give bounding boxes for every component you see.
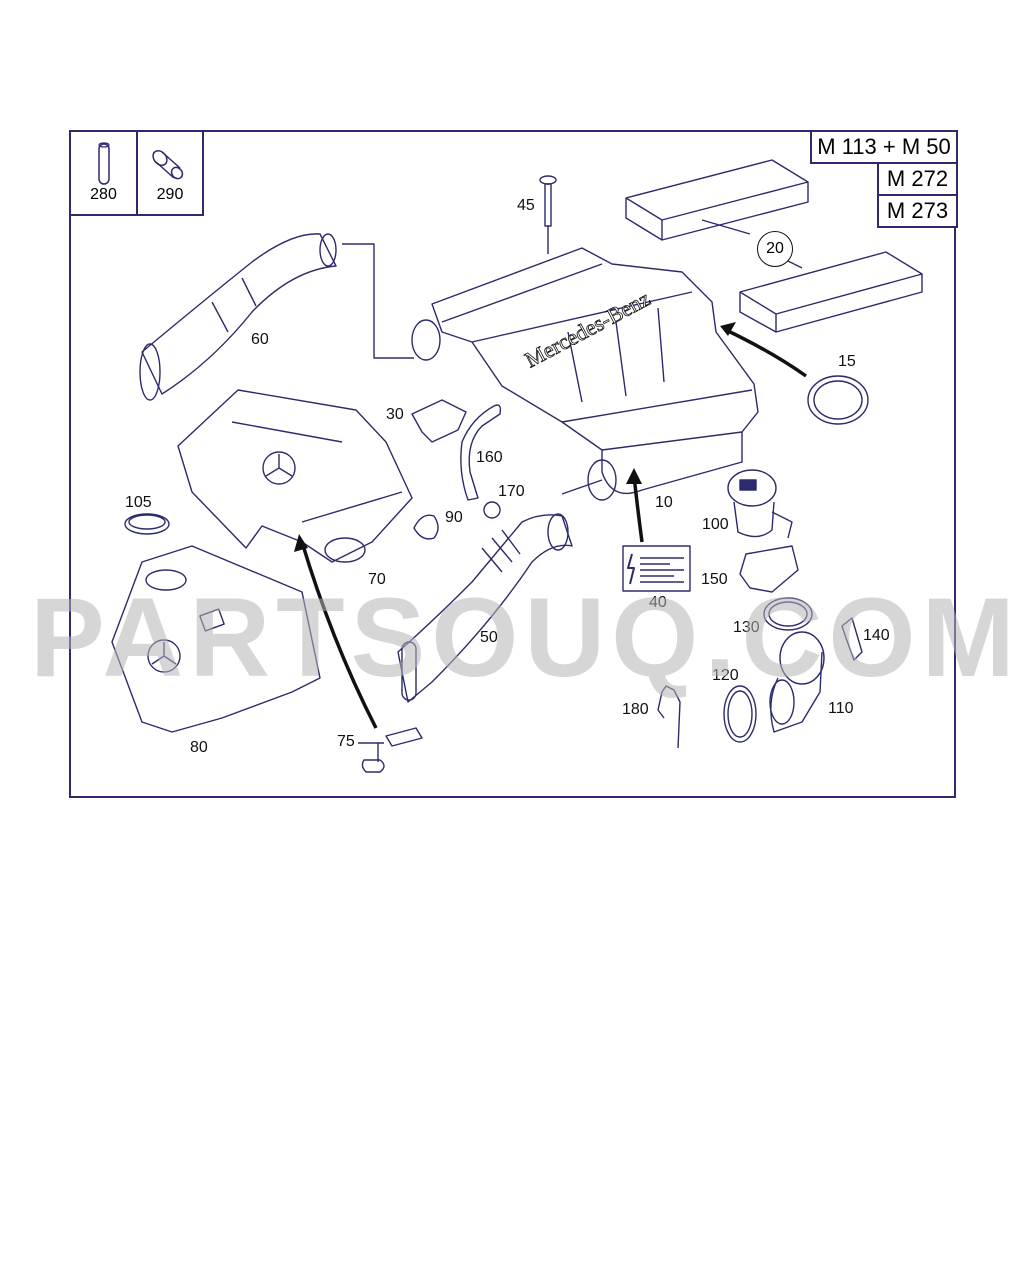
part-60-duct [139, 233, 414, 401]
part-50-hose [397, 513, 573, 703]
part-80-cover [111, 545, 321, 733]
part-105-seal [124, 513, 170, 535]
part-180-gasket [657, 685, 681, 749]
inset-part-280[interactable]: 280 [71, 132, 138, 216]
callout-180[interactable]: 180 [622, 701, 649, 718]
callout-90[interactable]: 90 [445, 509, 463, 526]
callout-30[interactable]: 30 [386, 406, 404, 423]
pin-icon [98, 142, 110, 185]
callout-70[interactable]: 70 [368, 571, 386, 588]
callout-150[interactable]: 150 [701, 571, 728, 588]
part-100-sensor [727, 469, 793, 539]
part-70-cover [177, 389, 413, 563]
brand-text: Mercedes-Benz [521, 285, 655, 372]
part-10-housing [411, 247, 759, 501]
arrow-40-to-housing [632, 475, 644, 543]
callout-140[interactable]: 140 [863, 627, 890, 644]
callout-110[interactable]: 110 [828, 700, 854, 717]
callout-100[interactable]: 100 [702, 516, 729, 533]
callout-160[interactable]: 160 [476, 449, 503, 466]
callout-45[interactable]: 45 [517, 197, 535, 214]
callout-50[interactable]: 50 [480, 629, 498, 646]
callout-80[interactable]: 80 [190, 739, 208, 756]
callout-60[interactable]: 60 [251, 331, 269, 348]
part-30-clip [411, 399, 467, 443]
part-number: 280 [90, 186, 117, 203]
inset-part-290[interactable]: 290 [138, 132, 204, 216]
parts-drawing: Mercedes-Benz [111, 159, 923, 773]
callout-120[interactable]: 120 [712, 667, 739, 684]
callout-20[interactable]: 20 [757, 231, 793, 267]
callout-number: 20 [766, 240, 784, 257]
engine-variant-label: M 113 + M 50 [810, 130, 958, 164]
sleeve-icon [152, 150, 184, 180]
part-160-hose [460, 404, 502, 501]
part-110-connector [769, 631, 825, 733]
part-130-seal [763, 597, 813, 631]
callout-130[interactable]: 130 [733, 619, 760, 636]
part-45-bolt [539, 175, 557, 254]
engine-variant-label: M 273 [877, 194, 958, 228]
part-40-label [622, 545, 691, 592]
part-120-seal [723, 685, 757, 743]
arrow-75-to-cover [300, 541, 378, 729]
part-150-clamp [739, 545, 799, 593]
callout-40[interactable]: 40 [649, 594, 667, 611]
arrow-15-to-housing [725, 328, 808, 378]
part-15-seal [807, 375, 869, 425]
callout-105[interactable]: 105 [125, 494, 152, 511]
part-20-filter [625, 159, 923, 333]
part-number: 290 [156, 186, 184, 203]
diagram-frame: 280 290 M 113 + M 50 M 272 M 273 [69, 130, 958, 798]
part-90-grommet [413, 514, 439, 540]
part-75-clips [358, 727, 423, 773]
callout-75[interactable]: 75 [337, 733, 355, 750]
callout-10[interactable]: 10 [655, 494, 673, 511]
callout-170[interactable]: 170 [498, 483, 525, 500]
part-140-bracket [841, 617, 863, 661]
callout-15[interactable]: 15 [838, 353, 856, 370]
part-170-clamp [483, 501, 501, 519]
